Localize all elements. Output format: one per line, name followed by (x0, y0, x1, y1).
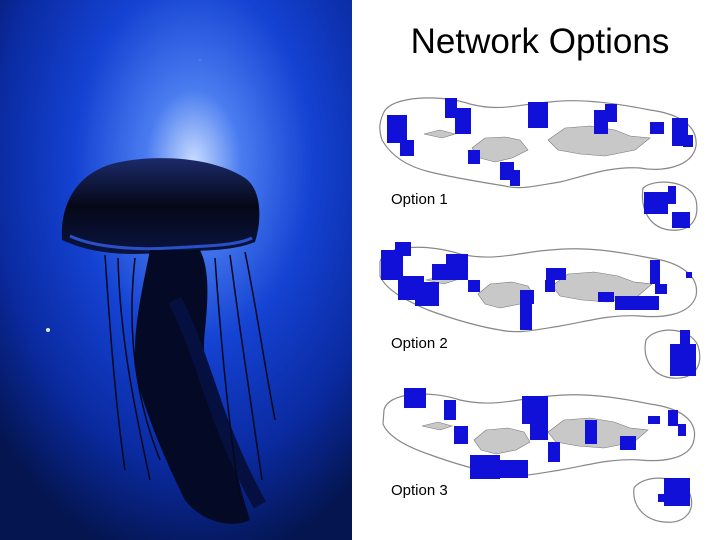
option-2-label: Option 2 (391, 335, 448, 352)
option-2-reserve (615, 296, 659, 310)
option-1-island-east (547, 125, 651, 157)
option-1-reserve (605, 104, 617, 122)
option-3-reserve (678, 424, 686, 436)
option-1-reserve (455, 108, 471, 134)
option-2-reserve (650, 260, 660, 284)
option-2-reserve (432, 264, 446, 280)
option-3-reserve (664, 478, 690, 506)
option-1-island-west (471, 136, 529, 163)
option-3-reserve (668, 410, 678, 426)
option-3-reserve (530, 418, 548, 440)
option-3-reserve (404, 388, 426, 408)
option-1-label: Option 1 (391, 191, 448, 208)
option-1-reserve (468, 150, 480, 164)
option-1-reserve (528, 102, 548, 128)
option-2-reserve (686, 272, 692, 278)
option-1-reserve (672, 212, 690, 228)
option-1-reserve (445, 98, 457, 118)
option-1-reserve (683, 135, 693, 147)
slide-title: Network Options (410, 22, 670, 61)
option-1-reserve (594, 110, 608, 134)
option-3-reserve (548, 442, 560, 462)
option-2-reserve (598, 292, 614, 302)
option-3-islet (421, 421, 454, 431)
option-2-reserve (520, 304, 532, 330)
option-3-reserve (454, 426, 468, 444)
option-1-map (379, 97, 698, 231)
option-3-reserve (585, 420, 597, 444)
option-2-reserve (655, 284, 667, 294)
option-2-reserve (546, 268, 566, 280)
option-3-reserve (620, 436, 636, 450)
option-3-reserve (444, 400, 456, 420)
option-3-reserve (470, 455, 500, 479)
option-3-reserve (500, 460, 528, 478)
option-2-reserve (446, 254, 468, 280)
option-2-reserve (520, 290, 534, 304)
option-2-reserve (468, 280, 480, 292)
option-3-label: Option 3 (391, 482, 448, 499)
jellyfish-photo (0, 0, 352, 540)
option-3-map (382, 388, 696, 523)
option-1-reserve (387, 115, 407, 143)
option-1-reserve (400, 140, 414, 156)
option-1-reserve (644, 192, 668, 214)
option-2-reserve (395, 242, 411, 256)
option-2-reserve (415, 282, 439, 306)
option-3-reserve (658, 494, 666, 502)
option-1-reserve (650, 122, 664, 134)
option-2-reserve (381, 250, 403, 280)
option-2-reserve (670, 344, 696, 376)
option-2-reserve (545, 280, 555, 292)
option-3-island-west (473, 427, 531, 455)
option-3-reserve (648, 416, 660, 424)
option-1-reserve (668, 186, 676, 204)
option-1-reserve (510, 170, 520, 186)
option-2-map (379, 242, 701, 379)
option-2-reserve (680, 330, 690, 344)
